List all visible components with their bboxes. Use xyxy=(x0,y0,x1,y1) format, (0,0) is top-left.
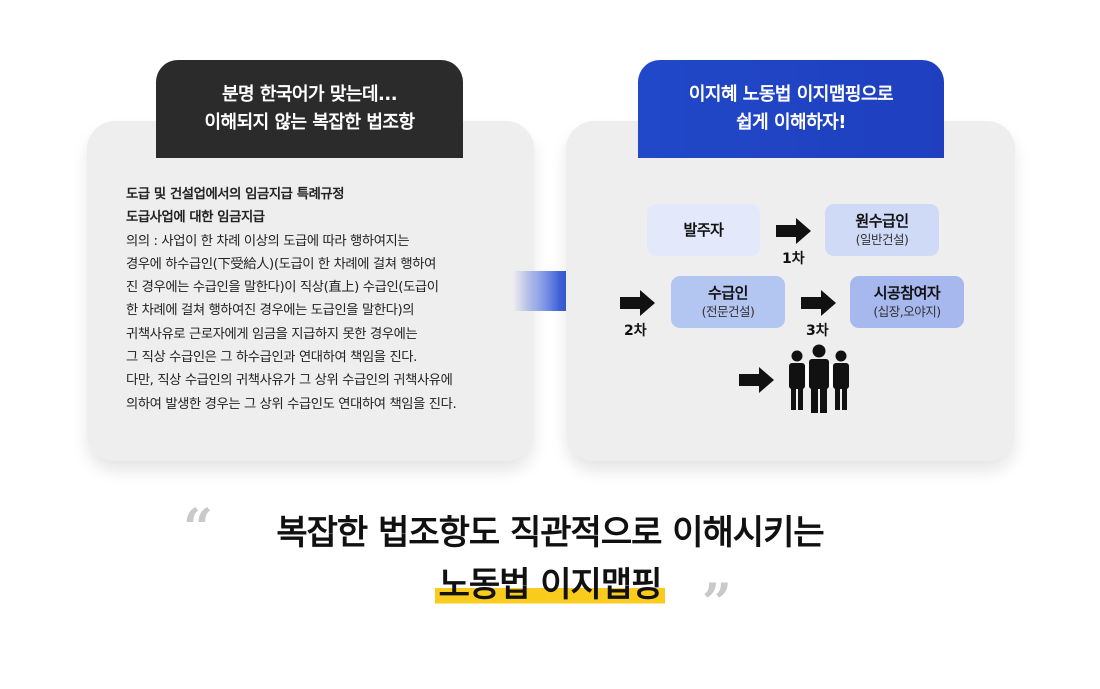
step-label-2: 2차 xyxy=(624,323,647,339)
legal-line: 그 직상 수급인은 그 하수급인과 연대하여 책임을 진다. xyxy=(126,350,417,366)
flow-arrow-icon xyxy=(620,290,655,316)
node-contractor: 수급인 (전문건설) xyxy=(671,276,785,328)
node-prime-contractor: 원수급인 (일반건설) xyxy=(825,204,939,256)
close-quote-mark: ” xyxy=(702,573,732,634)
legal-line: 한 차례에 걸쳐 행하여진 경우에는 도급인을 말한다)의 xyxy=(126,303,415,319)
quote-line-2: 노동법 이지맵핑 xyxy=(0,562,1100,608)
left-tab-line1: 분명 한국어가 맞는데... xyxy=(221,84,398,105)
flow-arrow-icon xyxy=(801,290,836,316)
node-orderer-name: 발주자 xyxy=(683,220,724,239)
legal-line: 경우에 하수급인(下受給人)(도급이 한 차례에 걸쳐 행하여 xyxy=(126,256,436,272)
legal-heading-2: 도급사업에 대한 임금지급 xyxy=(126,210,265,226)
node-contractor-name: 수급인 xyxy=(708,284,748,302)
legal-text-block: 도급 및 건설업에서의 임금지급 특례규정 도급사업에 대한 임금지급 의의 :… xyxy=(126,183,516,416)
legal-line: 의의 : 사업이 한 차례 이상의 도급에 따라 행하여지는 xyxy=(126,233,410,249)
node-contractor-sub: (전문건설) xyxy=(701,304,755,319)
node-prime-sub: (일반건설) xyxy=(855,232,909,247)
left-card xyxy=(87,121,534,461)
right-tab-title: 이지혜 노동법 이지맵핑으로 쉽게 이해하자! xyxy=(638,60,944,158)
node-prime-name: 원수급인 xyxy=(855,212,909,230)
step-label-3: 3차 xyxy=(806,323,829,339)
node-subcontractor: 시공참여자 (십장,오야지) xyxy=(850,276,964,328)
node-orderer: 발주자 xyxy=(647,204,760,256)
left-tab-line2: 이해되지 않는 복잡한 법조항 xyxy=(204,112,415,133)
open-quote-mark: “ xyxy=(183,498,213,559)
quote-highlight-text: 노동법 이지맵핑 xyxy=(434,565,666,605)
step-label-1: 1차 xyxy=(782,251,805,267)
right-tab-line2: 쉽게 이해하자! xyxy=(736,112,846,133)
legal-line: 진 경우에는 수급인을 말한다)이 직상(直上) 수급인(도급이 xyxy=(126,280,439,296)
flow-arrow-icon xyxy=(739,367,774,393)
flow-arrow-icon xyxy=(776,218,811,244)
legal-line: 다만, 직상 수급인의 귀책사유가 그 상위 수급인의 귀책사유에 xyxy=(126,373,453,389)
right-tab-line1: 이지혜 노동법 이지맵핑으로 xyxy=(688,84,894,105)
workers-group-icon xyxy=(789,344,849,413)
left-tab-title: 분명 한국어가 맞는데... 이해되지 않는 복잡한 법조항 xyxy=(156,60,463,158)
legal-heading-1: 도급 및 건설업에서의 임금지급 특례규정 xyxy=(126,187,345,202)
quote-line-1: 복잡한 법조항도 직관적으로 이해시키는 xyxy=(0,510,1100,556)
node-subcontractor-name: 시공참여자 xyxy=(873,284,941,302)
legal-line: 의하여 발생한 경우는 그 상위 수급인도 연대하여 책임을 진다. xyxy=(126,396,457,412)
quote-line-1-text: 복잡한 법조항도 직관적으로 이해시키는 xyxy=(276,513,824,553)
node-subcontractor-sub: (십장,오야지) xyxy=(873,304,941,319)
legal-line: 귀책사유로 근로자에게 임금을 지급하지 못한 경우에는 xyxy=(126,326,418,342)
